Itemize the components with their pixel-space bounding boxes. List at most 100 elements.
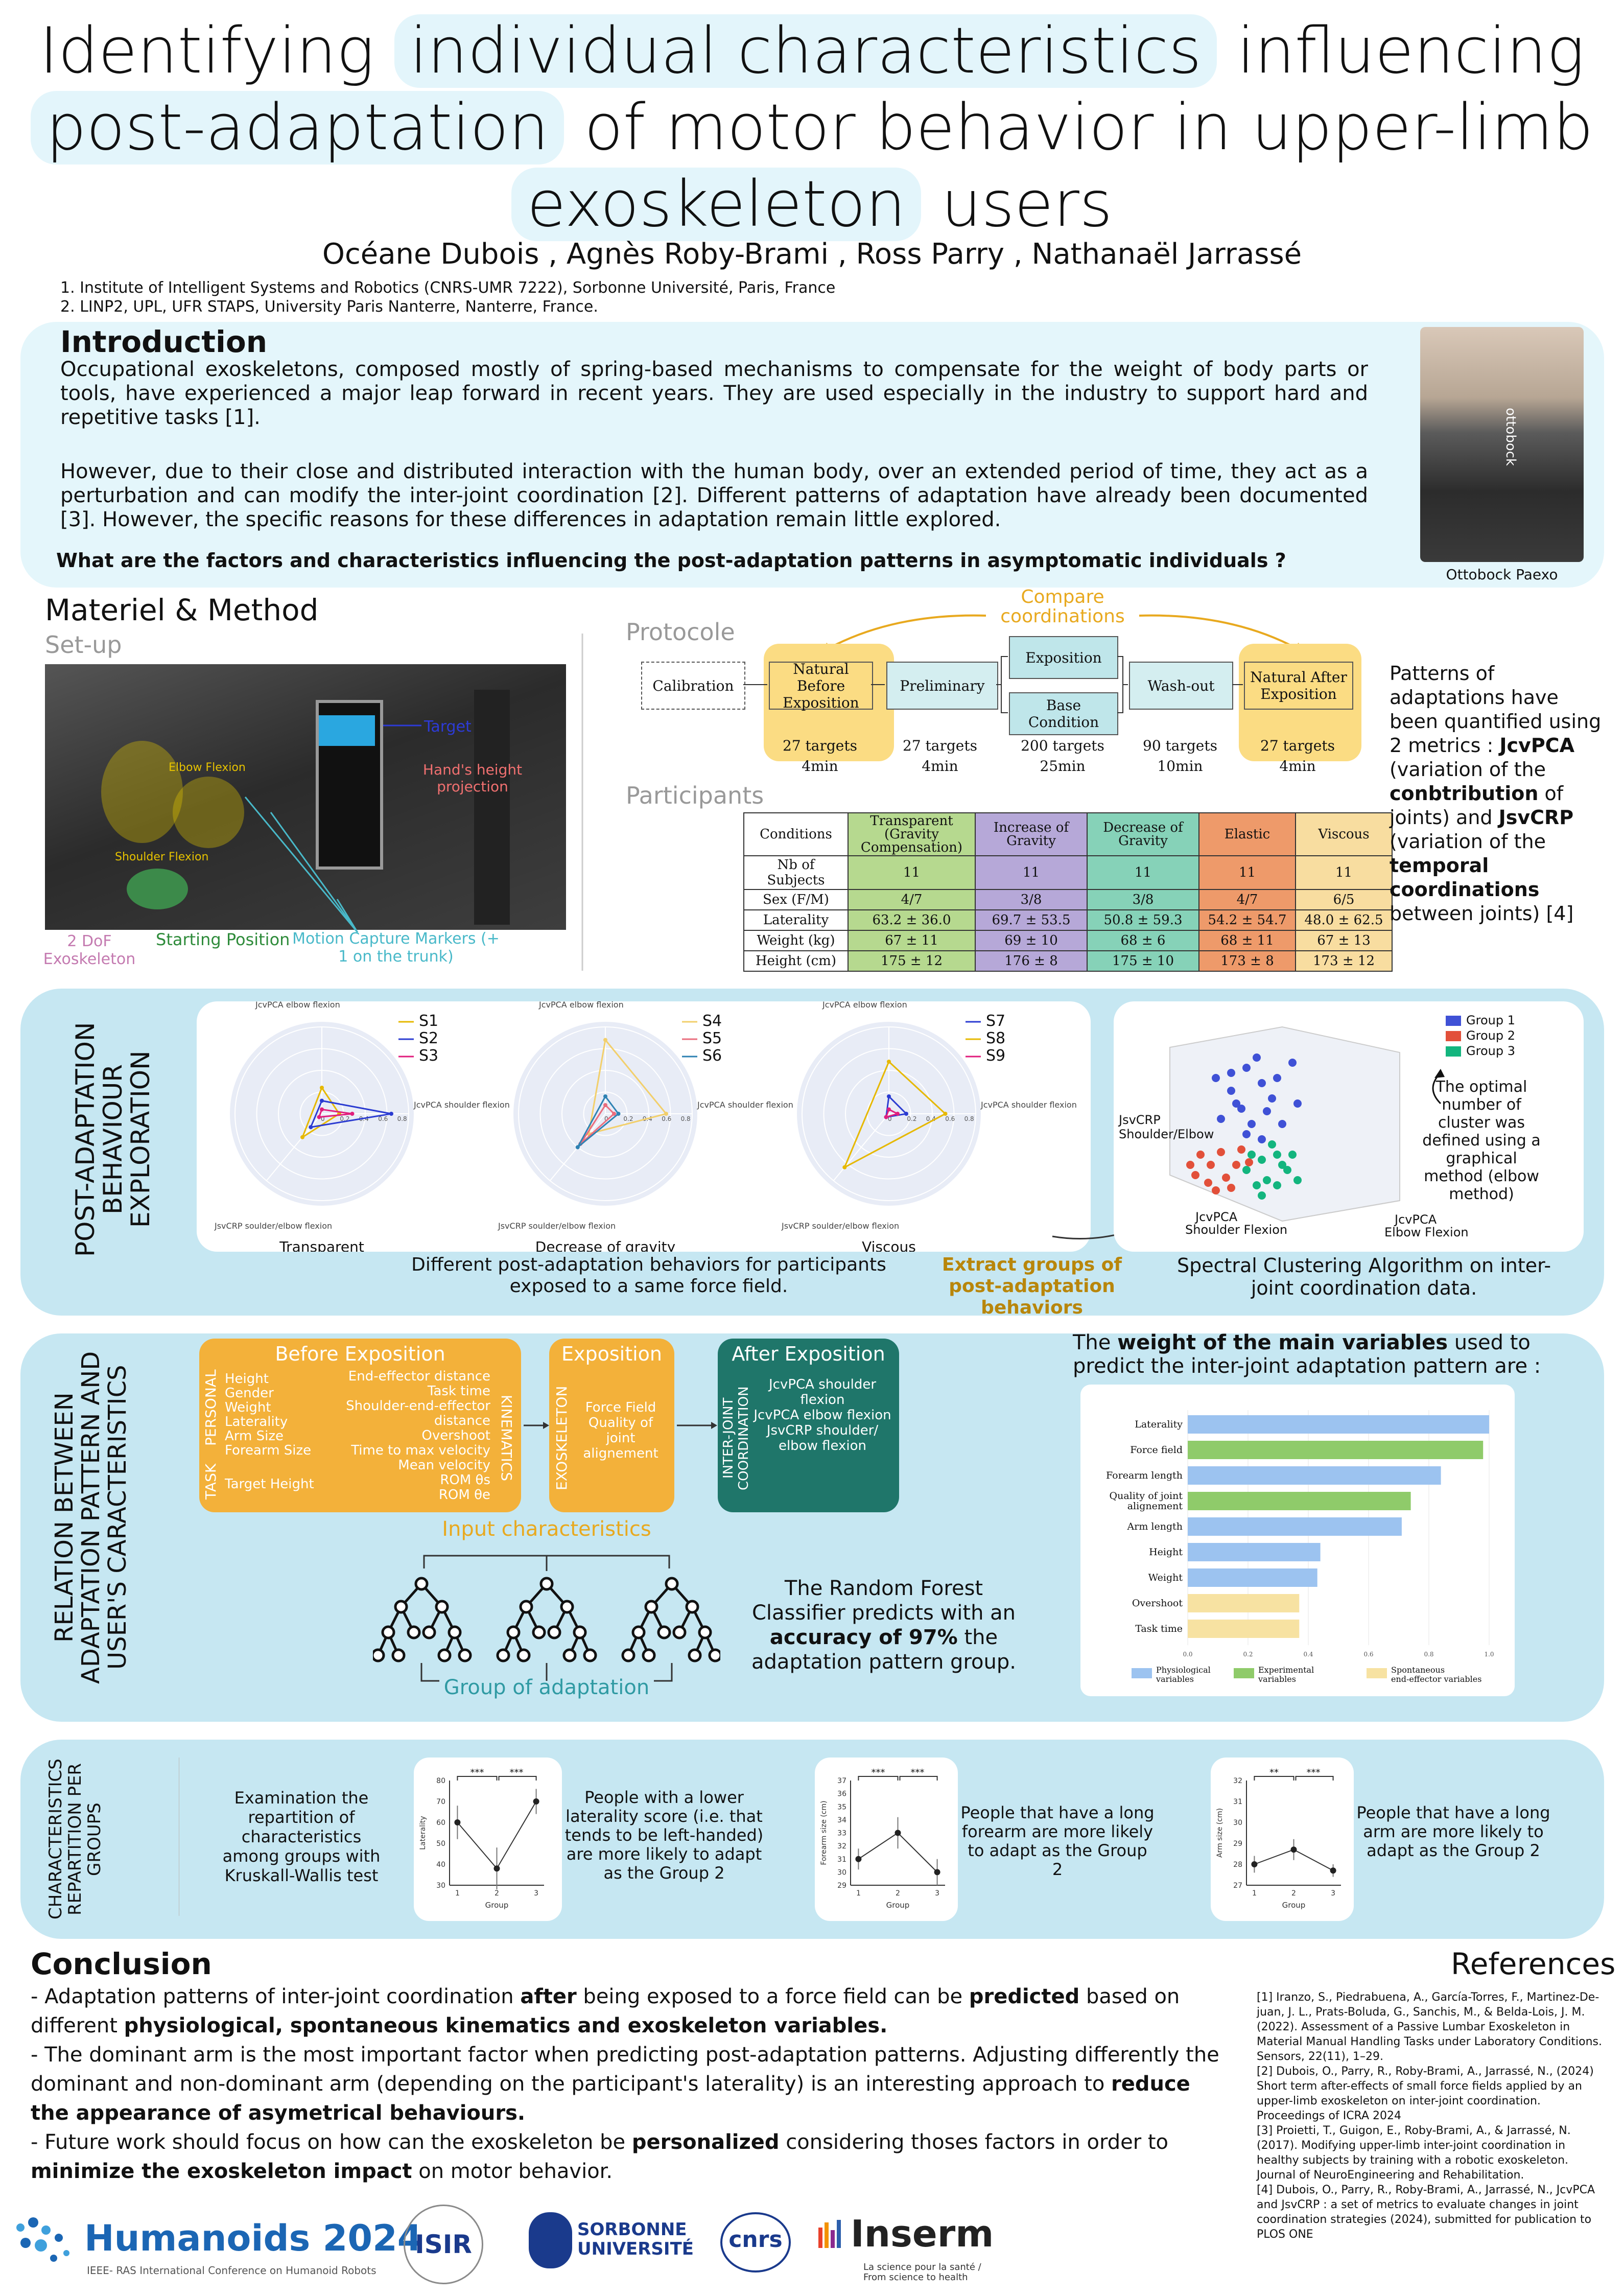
radar-point xyxy=(300,1135,305,1139)
y-tick-label: 32 xyxy=(1233,1777,1242,1785)
text: (variation of the xyxy=(1390,830,1546,853)
radar-point xyxy=(664,1112,668,1116)
bar xyxy=(1188,1466,1441,1485)
y-tick-label: 40 xyxy=(436,1861,445,1869)
table-cell: 3/8 xyxy=(1087,889,1199,910)
tick-label: 0.2 xyxy=(1243,1651,1253,1658)
personal-item: Height xyxy=(225,1371,269,1387)
legend-swatch xyxy=(1234,1668,1254,1678)
radar-series-S8 xyxy=(843,1060,947,1169)
isir-logo: ISIR xyxy=(404,2205,483,2284)
kinematics-items: End-effector distance Task time Shoulder… xyxy=(301,1369,490,1503)
bar-label: alignement xyxy=(1127,1501,1183,1512)
radar-tick: 0.8 xyxy=(681,1115,691,1122)
bar xyxy=(1188,1441,1484,1459)
bar xyxy=(1188,1620,1300,1638)
bar-label: Quality of joint xyxy=(1110,1490,1183,1502)
scatter-point xyxy=(1293,1176,1302,1184)
radar-point xyxy=(320,1098,324,1103)
scatter-point xyxy=(1227,1184,1235,1192)
data-point xyxy=(1251,1861,1258,1867)
forearm-note: People that have a long forearm are more… xyxy=(960,1803,1155,1879)
radar-series-S5 xyxy=(579,1104,616,1145)
radar-point xyxy=(350,1112,355,1116)
personal-item: Laterality xyxy=(225,1414,288,1430)
photo-brand-text: ottobock xyxy=(1502,408,1518,466)
radar-point xyxy=(943,1112,948,1116)
radar-point xyxy=(887,1107,891,1112)
step-preliminary: Preliminary xyxy=(886,662,998,710)
humanoids-logo-text: Humanoids 2024 xyxy=(84,2217,422,2259)
table-cell: 68 ± 11 xyxy=(1198,930,1296,951)
duration: 25min xyxy=(1040,758,1086,775)
sorbonne-logo-text: SORBONNE UNIVERSITÉ xyxy=(577,2219,694,2259)
bar-label: Task time xyxy=(1135,1623,1183,1634)
conclusion-item: - Adaptation patterns of inter-joint coo… xyxy=(31,1982,1226,2041)
table-header: Decrease of Gravity xyxy=(1087,812,1199,856)
exo-item: Quality of joint alignement xyxy=(583,1415,658,1461)
title-highlight: exoskeleton xyxy=(511,168,922,241)
table-cell: 11 xyxy=(1087,855,1199,890)
table-header: Conditions xyxy=(743,812,849,856)
scatter-point xyxy=(1288,1059,1297,1067)
table-cell: Laterality xyxy=(743,909,849,931)
data-point xyxy=(454,1819,461,1825)
tree-node xyxy=(708,1648,720,1662)
kinematics-item: Mean velocity xyxy=(398,1458,490,1473)
tree-node xyxy=(539,1577,554,1591)
conclusion-item: - Future work should focus on how can th… xyxy=(31,2128,1226,2186)
coord-item: JcvPCA elbow flexion xyxy=(754,1408,891,1423)
x-axis-label: Group xyxy=(1282,1901,1306,1910)
kinematics-item: Task time xyxy=(427,1384,490,1399)
shoulder-flexion-arc xyxy=(101,741,183,843)
introduction-panel xyxy=(20,322,1604,588)
inserm-logo-icon xyxy=(817,2217,848,2258)
step-base-condition: Base Condition xyxy=(1009,692,1118,735)
radar-point xyxy=(904,1112,908,1116)
bold-text: JcvPCA xyxy=(1499,734,1574,757)
legend-label: S7 xyxy=(986,1012,1005,1030)
marker-line xyxy=(244,796,359,933)
x-tick-label: 1 xyxy=(455,1889,460,1897)
scatter-point xyxy=(1258,1156,1266,1164)
duration: 4min xyxy=(802,758,838,775)
axis-label: Shoulder Flexion xyxy=(1185,1223,1287,1237)
title-text: of motor behavior in upper-limb xyxy=(564,91,1593,165)
tick-label: 0.8 xyxy=(1424,1651,1433,1658)
weight-note: The weight of the main variables used to… xyxy=(1073,1331,1584,1378)
protocol-arrows xyxy=(743,656,1243,713)
exoskeleton-label: EXOSKELETON xyxy=(553,1386,570,1491)
reference-item: [4] Dubois, O., Parry, R., Roby-Brami, A… xyxy=(1257,2184,1595,2241)
step-natural-before: Natural Before Exposition xyxy=(769,661,873,711)
radar-point xyxy=(612,1112,616,1116)
significance-label: *** xyxy=(871,1767,885,1778)
table-cell: 69.7 ± 53.5 xyxy=(975,909,1088,931)
tick-label: 0.4 xyxy=(1303,1651,1313,1658)
compare-arc-right xyxy=(1139,614,1298,650)
scatter-point xyxy=(1227,1069,1235,1077)
radar-axis-label: JcvPCA shoulder flexion xyxy=(413,1100,510,1110)
tick-label: 1.0 xyxy=(1484,1651,1494,1658)
random-forest-icon xyxy=(373,1555,720,1682)
text: being exposed to a force field can be xyxy=(576,1985,969,2008)
laterality-chart-card xyxy=(414,1758,562,1921)
table-header: Viscous xyxy=(1295,812,1393,856)
references-heading: References xyxy=(1451,1947,1616,1981)
weight-text: used to predict the inter-joint adaptati… xyxy=(1073,1331,1541,1378)
screen-target-area xyxy=(319,715,375,746)
tree-node xyxy=(688,1648,702,1662)
legend-swatch xyxy=(1132,1668,1152,1678)
radar-series-S2 xyxy=(309,1099,392,1129)
table-cell: 63.2 ± 36.0 xyxy=(848,909,976,931)
label-elbow-flexion: Elbow Flexion xyxy=(169,761,246,774)
radar-tick: 0 xyxy=(888,1115,892,1122)
legend-label: Experimental xyxy=(1258,1665,1314,1675)
bold-text: predicted xyxy=(969,1985,1080,2008)
bar xyxy=(1188,1594,1300,1612)
scatter-point xyxy=(1258,1191,1266,1200)
radar-axis-label: JcvPCA elbow flexion xyxy=(538,1001,624,1010)
tree-node xyxy=(381,1625,395,1639)
radar-tick: 0.2 xyxy=(623,1115,633,1122)
significance-bracket xyxy=(899,1776,938,1780)
